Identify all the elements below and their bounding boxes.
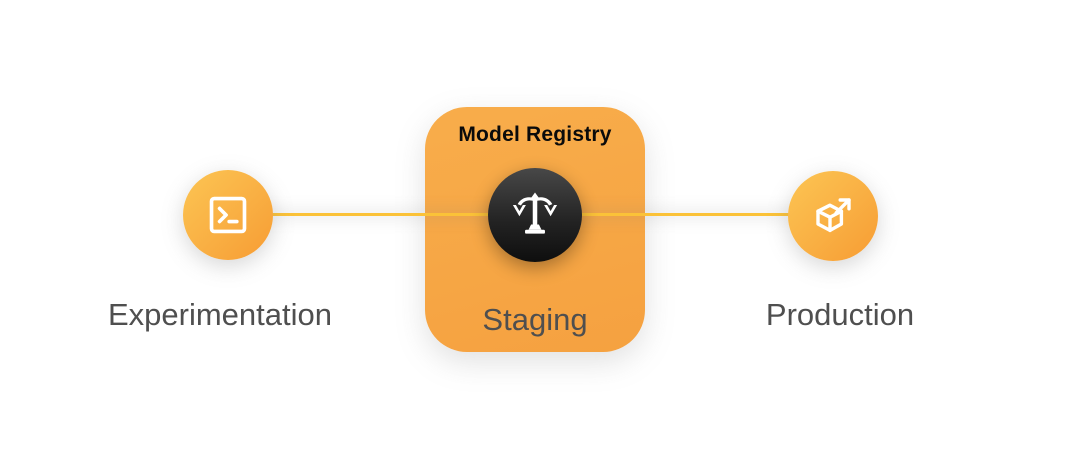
node-experimentation: [183, 170, 273, 260]
experimentation-label: Experimentation: [107, 297, 332, 332]
staging-scale-badge: [488, 168, 582, 262]
terminal-icon: [205, 192, 251, 238]
production-label: Production: [765, 297, 915, 332]
node-production: [788, 171, 878, 261]
balance-scale-icon: [509, 189, 561, 241]
cube-deploy-icon: [809, 192, 857, 240]
node-model-registry: Model Registry Staging: [425, 107, 645, 352]
model-registry-title: Model Registry: [458, 123, 612, 146]
staging-label: Staging: [482, 302, 588, 337]
